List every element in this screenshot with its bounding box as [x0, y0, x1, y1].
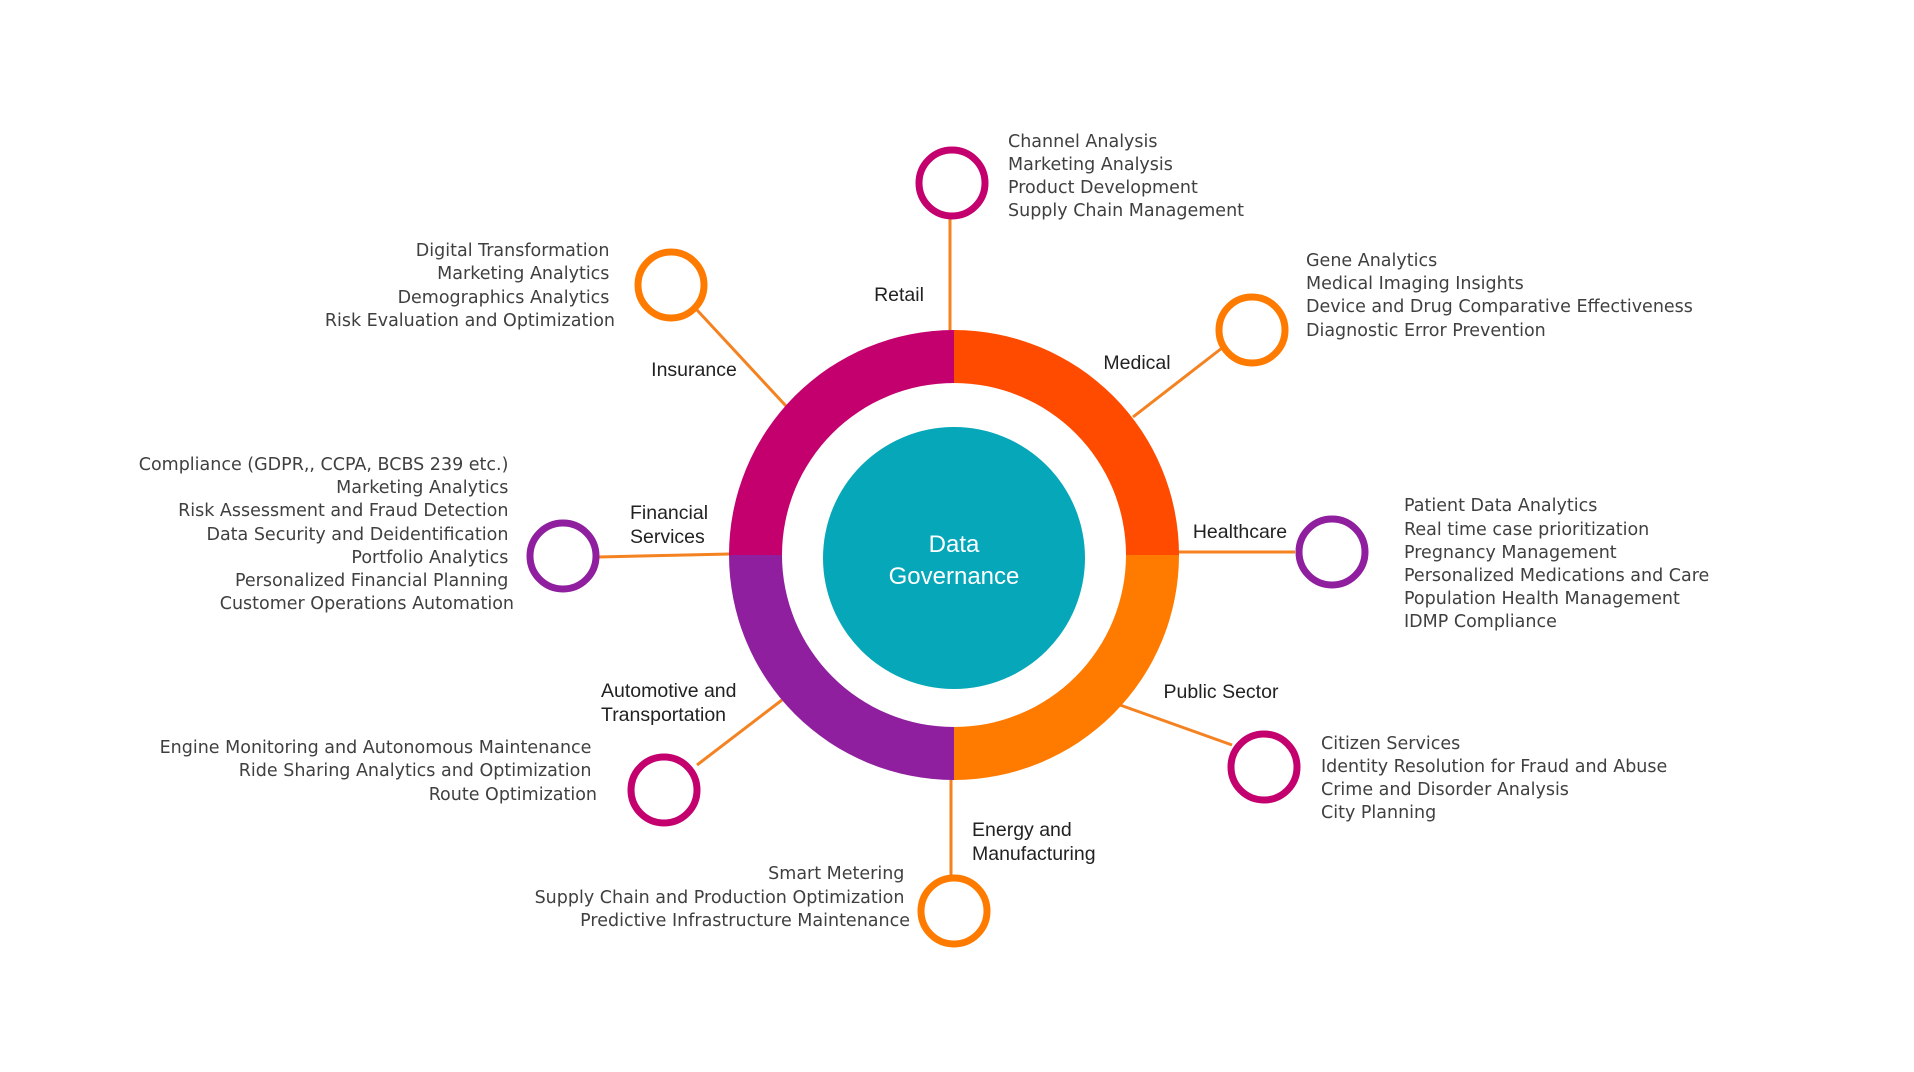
- sector-label-financial: Financial Services: [630, 502, 713, 548]
- center-title-line-2: Governance: [889, 563, 1020, 590]
- sector-label-automotive: Automotive and Transportation: [601, 680, 742, 726]
- marker-public-sector[interactable]: [1227, 730, 1301, 804]
- marker-healthcare[interactable]: [1295, 515, 1369, 589]
- center-title-line-1: Data: [929, 531, 980, 558]
- connector-financial: [597, 552, 731, 559]
- marker-retail[interactable]: [915, 146, 989, 220]
- items-insurance: Digital Transformation Marketing Analyti…: [325, 241, 615, 331]
- items-healthcare: Patient Data Analytics Real time case pr…: [1404, 496, 1715, 632]
- connector-public-sector: [1119, 703, 1233, 747]
- sector-label-insurance: Insurance: [651, 359, 737, 381]
- items-financial: Compliance (GDPR,, CCPA, BCBS 239 etc.) …: [139, 455, 514, 614]
- sector-label-energy: Energy and Manufacturing: [972, 819, 1096, 865]
- items-retail: Channel Analysis Marketing Analysis Prod…: [1008, 132, 1244, 221]
- marker-insurance[interactable]: [634, 248, 708, 322]
- sector-label-healthcare: Healthcare: [1193, 521, 1287, 543]
- items-energy: Smart Metering Supply Chain and Producti…: [535, 864, 910, 931]
- ring-segment-retail: [729, 330, 954, 555]
- ring-segment-automotive: [729, 555, 954, 780]
- items-medical: Gene Analytics Medical Imaging Insights …: [1306, 251, 1698, 341]
- center-circle: [823, 427, 1085, 689]
- ring-segment-public-sector: [954, 555, 1179, 780]
- connector-automotive: [696, 698, 783, 767]
- sector-label-medical: Medical: [1103, 352, 1170, 374]
- connector-medical: [1132, 346, 1223, 419]
- sector-label-retail: Retail: [874, 284, 924, 306]
- marker-automotive[interactable]: [627, 753, 701, 827]
- marker-medical[interactable]: [1215, 293, 1289, 367]
- sector-label-public-sector: Public Sector: [1164, 681, 1279, 703]
- ring-segment-medical: [954, 330, 1179, 555]
- connector-insurance: [695, 308, 788, 408]
- items-public-sector: Citizen Services Identity Resolution for…: [1321, 734, 1673, 823]
- items-automotive: Engine Monitoring and Autonomous Mainten…: [160, 738, 597, 805]
- marker-energy[interactable]: [917, 874, 991, 948]
- marker-financial[interactable]: [526, 519, 600, 593]
